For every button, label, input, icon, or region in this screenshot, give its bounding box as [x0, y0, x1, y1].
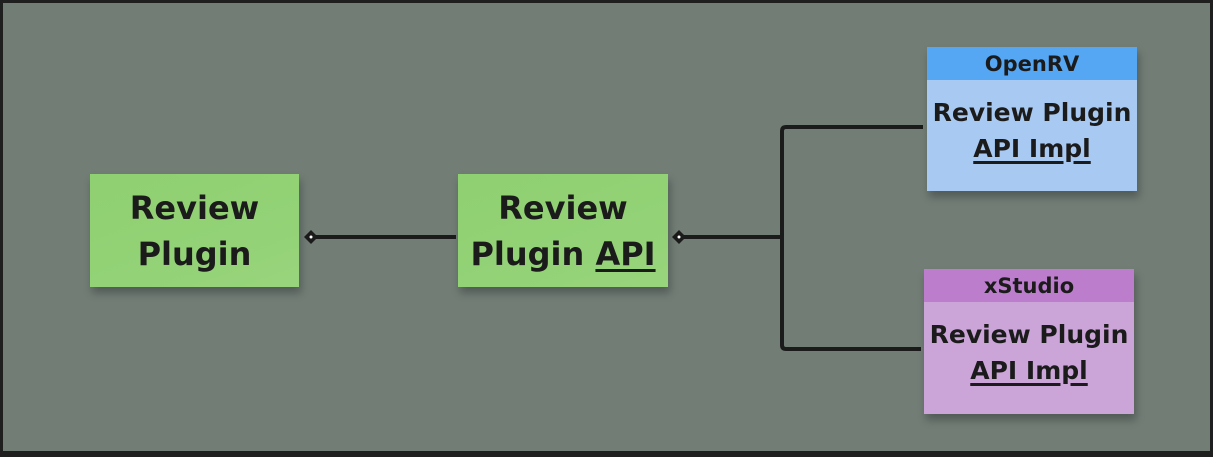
sticky-header-xstudio: xStudio — [924, 269, 1134, 302]
sticky-text-line2: Plugin — [137, 234, 252, 273]
sticky-body: Review Plugin API — [458, 174, 668, 287]
sticky-review-plugin[interactable]: Review Plugin — [90, 174, 299, 287]
sticky-body: Review Plugin — [90, 174, 299, 287]
sticky-openrv-impl[interactable]: OpenRV Review Plugin API Impl — [927, 47, 1137, 191]
sticky-text-prefix: Plugin — [470, 234, 596, 273]
sticky-text-line1: Review Plugin — [932, 97, 1132, 127]
api-impl-link[interactable]: API Impl — [970, 356, 1088, 385]
sticky-review-plugin-api[interactable]: Review Plugin API — [458, 174, 668, 287]
api-impl-link[interactable]: API Impl — [973, 133, 1091, 163]
sticky-text-line1: Review Plugin — [929, 320, 1129, 349]
sticky-body: Review Plugin API Impl — [927, 80, 1137, 191]
sticky-text-line2: Plugin API — [470, 231, 655, 277]
sticky-header-openrv: OpenRV — [927, 47, 1137, 80]
sticky-text-line1: Review — [498, 188, 628, 227]
api-link[interactable]: API — [595, 234, 656, 273]
connector-api-to-impls[interactable] — [679, 125, 923, 351]
sticky-text-line1: Review — [129, 188, 260, 227]
sticky-xstudio-impl[interactable]: xStudio Review Plugin API Impl — [924, 269, 1134, 414]
diamond-dot — [677, 235, 681, 239]
sticky-body: Review Plugin API Impl — [924, 302, 1134, 414]
diamond-dot — [309, 235, 313, 239]
